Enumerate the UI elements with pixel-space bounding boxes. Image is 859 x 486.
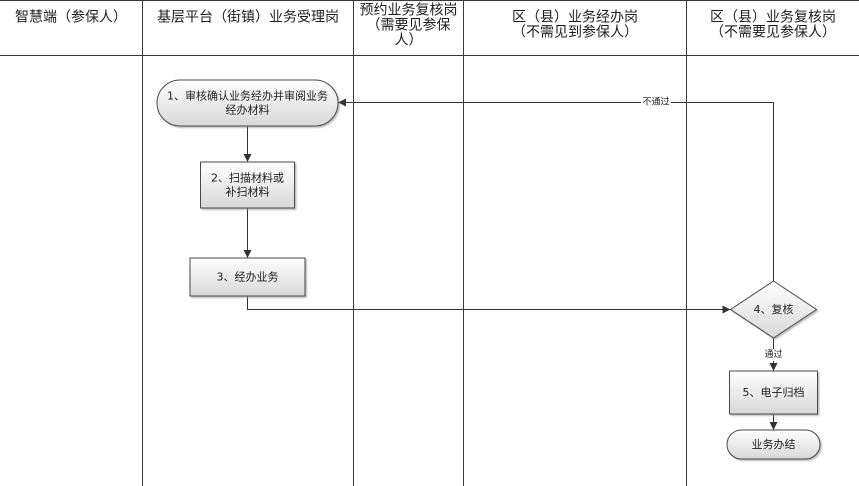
reject-label-background — [641, 96, 671, 109]
end-node: 业务办结 — [726, 429, 821, 460]
step-1-rounded-shape — [156, 79, 339, 127]
step-3-process-shape — [189, 257, 306, 297]
step-3-node: 3、经办业务 — [189, 257, 306, 297]
pass-label-background — [762, 349, 785, 361]
lane-header-smart-terminal: 智慧端（参保人） — [15, 9, 127, 26]
edge-step3-to-step4 — [247, 296, 731, 314]
step-4-decision-shape — [729, 280, 818, 339]
step-1-node: 1、审核确认业务经办并审阅业务 经办材料 — [156, 79, 339, 127]
lane-header-community-intake: 基层平台（街镇）业务受理岗 — [157, 9, 339, 26]
lane-headers: 智慧端（参保人） 基层平台（街镇）业务受理岗 预约业务复核岗 （需要见参保 人）… — [15, 2, 836, 49]
step-3-label: 3、经办业务 — [217, 271, 279, 284]
reject-label: 不通过 — [642, 96, 669, 108]
step-5-label: 5、电子归档 — [743, 385, 805, 399]
lane-header-appointment-review-line-2: （需要见参保 — [367, 17, 451, 34]
step-2-label-line-1: 2、扫描材料或 — [211, 171, 284, 185]
lane-header-district-review-line-2: （不需要见参保人） — [710, 24, 836, 41]
pass-label: 通过 — [764, 348, 782, 360]
lane-header-appointment-review-line-3: 人） — [395, 33, 423, 49]
lane-header-district-handling-line-1: 区（县）业务经办岗 — [512, 10, 638, 26]
lane-header-appointment-review-line-1: 预约业务复核岗 — [360, 2, 458, 19]
step-2-process-shape — [200, 161, 295, 209]
step-4-node: 4、复核 — [729, 280, 818, 339]
end-rounded-shape — [726, 429, 821, 460]
lane-header-district-handling-line-2: （不需见到参保人） — [512, 24, 638, 41]
lane-header-district-review-line-1: 区（县）业务复核岗 — [710, 9, 836, 26]
flow-nodes: 1、审核确认业务经办并审阅业务 经办材料 2、扫描材料或 补扫材料 3、经办业务… — [156, 79, 821, 460]
step-1-label-line-1: 1、审核确认业务经办并审阅业务 — [167, 89, 328, 103]
step-2-node: 2、扫描材料或 补扫材料 — [200, 161, 295, 209]
step-5-node: 5、电子归档 — [729, 370, 818, 415]
end-label: 业务办结 — [752, 438, 796, 451]
step-4-label: 4、复核 — [754, 302, 794, 316]
edge-step4-reject-to-step1 — [338, 98, 774, 281]
connectors — [243, 98, 778, 430]
step-5-process-shape — [729, 370, 818, 415]
step-1-label-line-2: 经办材料 — [226, 103, 270, 117]
edge-labels: 不通过 通过 — [641, 96, 785, 361]
step-2-label-line-2: 补扫材料 — [226, 185, 270, 199]
